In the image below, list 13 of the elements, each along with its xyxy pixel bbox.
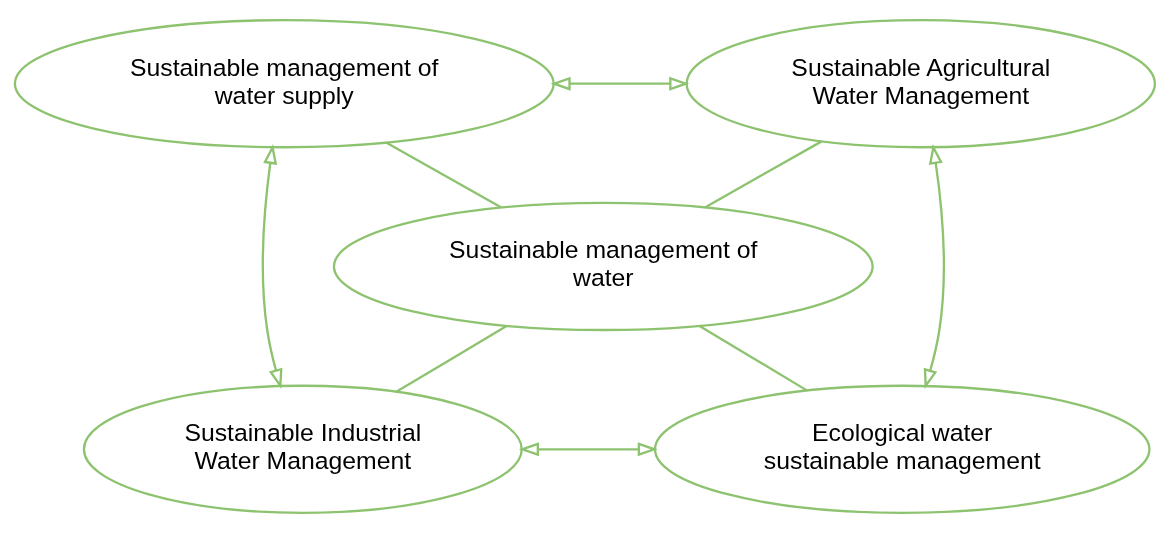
node-ellipse: Sustainable Industrial Water Management — [82, 384, 523, 514]
connector — [704, 140, 823, 209]
arrow — [923, 143, 945, 389]
connector — [385, 141, 502, 209]
connector — [698, 324, 808, 392]
node-ellipse: Sustainable management of water — [332, 201, 874, 332]
connector — [395, 324, 508, 393]
arrow — [518, 442, 658, 457]
arrow — [261, 143, 283, 389]
node-ellipse: Ecological water sustainable management — [653, 384, 1151, 514]
node-ellipse: Sustainable Agricultural Water Management — [685, 19, 1157, 149]
node-ellipse: Sustainable management of water supply — [13, 19, 555, 149]
arrow — [550, 76, 690, 91]
